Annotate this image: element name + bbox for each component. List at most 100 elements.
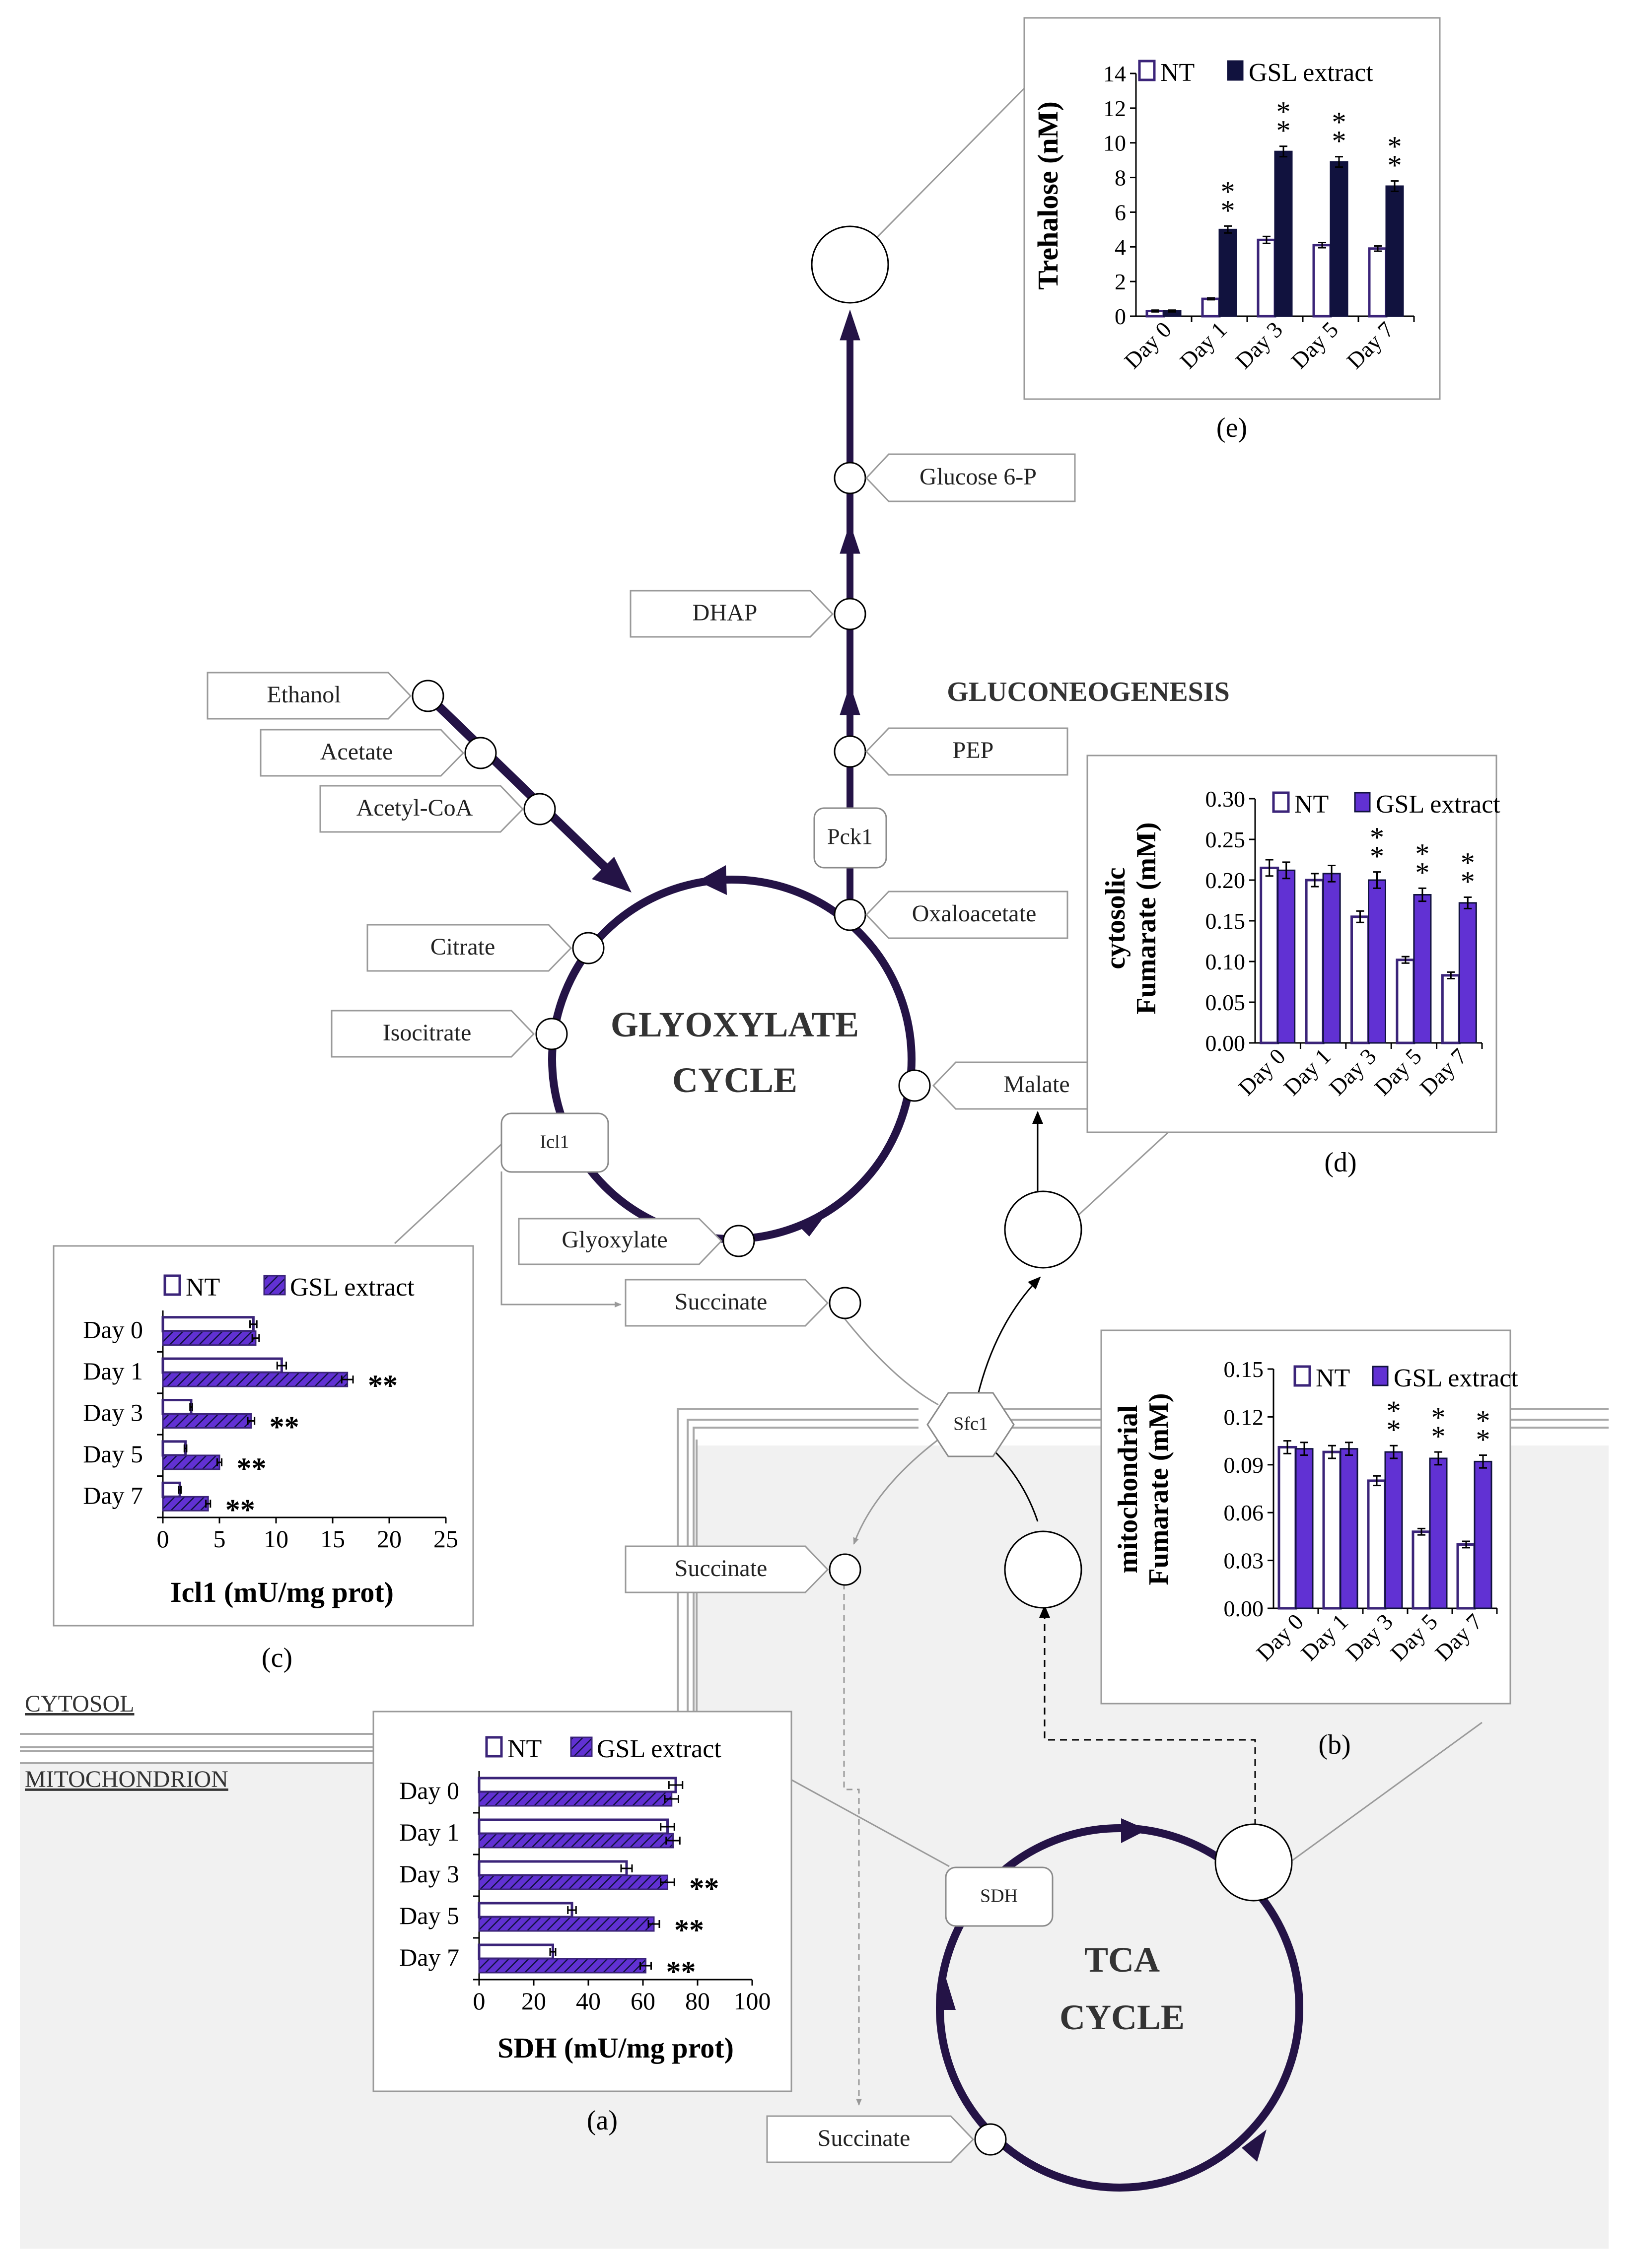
bar-nt (1260, 866, 1279, 1044)
succinate-mid-label: Succinate (675, 1555, 768, 1581)
x-tick-label: 25 (433, 1525, 458, 1553)
bar-nt (1412, 1530, 1431, 1610)
bar-gsl (1322, 873, 1341, 1044)
y-tick-label: 2 (1115, 269, 1126, 294)
panel-border (53, 1245, 474, 1627)
succinate-mito-label: Succinate (818, 2125, 911, 2151)
y-tick-label: Day 1 (83, 1357, 143, 1385)
glyoxylate-cycle-title-2: CYCLE (672, 1060, 797, 1100)
panel-label: (e) (1216, 412, 1247, 443)
bar-gsl (1413, 894, 1432, 1044)
y-tick-label: 0.03 (1224, 1548, 1264, 1574)
y-tick-label: 0.05 (1205, 990, 1246, 1015)
tca-cycle-arrowhead-top (1121, 1818, 1147, 1843)
legend-label-gsl: GSL extract (1376, 790, 1500, 819)
legend-label-gsl: GSL extract (1394, 1364, 1518, 1392)
significance-2: ** (689, 1872, 719, 1905)
panel-label: (a) (587, 2105, 618, 2136)
bar-nt (478, 1777, 677, 1793)
bar-gsl (1429, 1457, 1448, 1609)
thin-arrows (500, 1171, 939, 2106)
icl1-box (500, 1112, 609, 1173)
bar-nt (1367, 1479, 1387, 1610)
y-axis-title-1: cytosolic (1100, 867, 1131, 969)
x-tick-label: 0 (157, 1525, 169, 1553)
y-tick-label: Day 5 (399, 1902, 459, 1929)
significance-4-b: * (1388, 131, 1402, 163)
tca-cycle-title-2: CYCLE (1060, 1997, 1185, 2037)
pck1-box (813, 807, 887, 869)
x-tick-label: 80 (685, 1987, 710, 2015)
legend-swatch-gsl (1227, 60, 1244, 81)
significance-2-b: * (1387, 1395, 1401, 1427)
y-tick-label: 0.06 (1224, 1500, 1264, 1525)
y-tick-label: 10 (1103, 131, 1126, 156)
bar-nt (478, 1943, 554, 1960)
bar-nt (478, 1818, 669, 1835)
bar-gsl (478, 1874, 668, 1890)
bar-gsl (478, 1916, 655, 1932)
legend-swatch-gsl (263, 1275, 286, 1296)
glyoxylate-cycle-arrowhead-top (698, 865, 727, 895)
panel-label: (c) (262, 1643, 292, 1673)
legend-label-nt: NT (1294, 790, 1329, 819)
acetate-label: Acetate (320, 739, 393, 765)
bar-gsl (1274, 150, 1293, 317)
bar-gsl (478, 1958, 646, 1974)
mitochondrion-label: MITOCHONDRION (25, 1766, 228, 1792)
fumarate-tca-node (1214, 1823, 1293, 1902)
y-tick-label: 0.00 (1224, 1596, 1264, 1621)
panel-border (1023, 17, 1441, 400)
x-tick-label: 5 (213, 1525, 226, 1553)
x-tick-label: 40 (576, 1987, 601, 2015)
y-tick-label: Day 5 (83, 1440, 143, 1468)
succinate-cyto-label: Succinate (675, 1289, 768, 1315)
significance-1-a: * (1221, 194, 1235, 226)
significance-2-a: * (1370, 840, 1384, 873)
y-tick-label: 4 (1115, 234, 1126, 260)
bar-gsl (1385, 185, 1404, 317)
enzyme-boxes (500, 807, 1054, 1927)
y-tick-label: 0.10 (1205, 949, 1246, 974)
black-arrows (975, 1111, 1256, 1838)
legend-label-nt: NT (1160, 59, 1195, 87)
significance-2-a: * (1387, 1414, 1401, 1446)
bar-gsl (162, 1496, 209, 1512)
tca-cycle-title-1: TCA (1084, 1940, 1160, 1980)
malate-label: Malate (1003, 1071, 1069, 1098)
acetyl-coa-label: Acetyl-CoA (356, 795, 473, 821)
sdh-label: SDH (980, 1886, 1018, 1907)
panel-label: (d) (1324, 1147, 1356, 1178)
panel-connectors (394, 87, 1483, 1867)
bar-gsl (1368, 879, 1386, 1044)
bar-gsl (1295, 1448, 1314, 1609)
legend-label-nt: NT (507, 1735, 542, 1763)
significance-3-a: * (1332, 125, 1346, 157)
legend-label-nt: NT (1316, 1364, 1350, 1392)
y-tick-label: 0.25 (1205, 827, 1246, 852)
y-tick-label: 0.20 (1205, 868, 1246, 893)
significance-4: ** (225, 1493, 255, 1526)
bar-gsl (162, 1372, 349, 1387)
significance-1: ** (368, 1369, 398, 1402)
glyoxylate-label: Glyoxylate (562, 1227, 667, 1253)
sdh-box (945, 1866, 1054, 1927)
tca-cycle-arrowhead-right (1242, 2130, 1267, 2162)
legend-swatch-nt (1293, 1365, 1311, 1387)
significance-2-b: * (1276, 96, 1291, 128)
legend-swatch-gsl (1372, 1366, 1389, 1386)
significance-3-b: * (1431, 1401, 1446, 1434)
pck1-label: Pck1 (827, 824, 873, 849)
significance-1-b: * (1221, 175, 1235, 207)
significance-2-a: * (1276, 115, 1291, 147)
x-tick-label: 60 (631, 1987, 655, 2015)
cytosol-label: CYTOSOL (25, 1691, 134, 1717)
bar-nt (1368, 247, 1388, 318)
bar-gsl (478, 1833, 674, 1849)
bar-nt (478, 1902, 573, 1919)
icl1-label: Icl1 (540, 1132, 569, 1153)
